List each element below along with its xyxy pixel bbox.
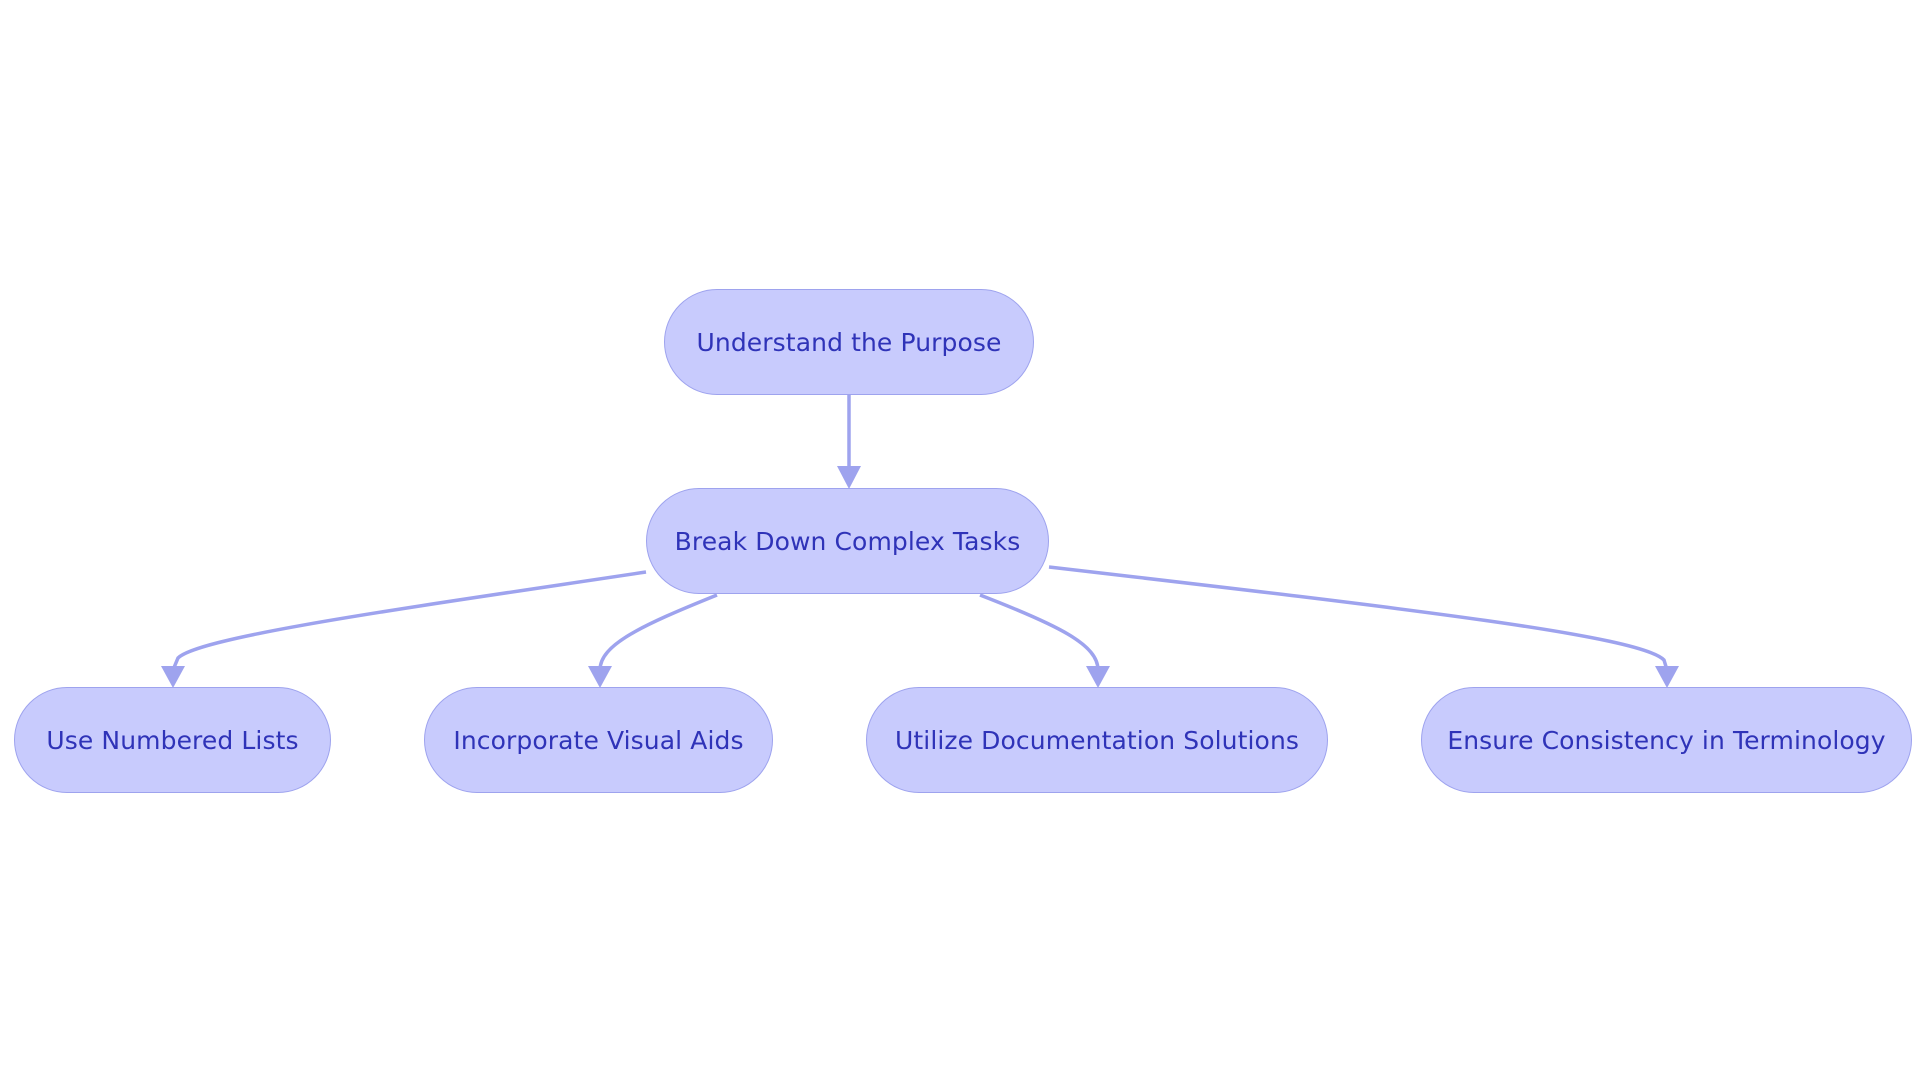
node-label: Utilize Documentation Solutions <box>894 725 1300 755</box>
edge-break-down-to-visual-aids <box>598 593 718 671</box>
arrowhead-visual-aids <box>588 666 612 688</box>
node-label: Ensure Consistency in Terminology <box>1447 725 1886 755</box>
node-ensure-consistency-in-terminology[interactable]: Ensure Consistency in Terminology <box>1421 687 1912 793</box>
arrowhead-numbered-lists <box>161 666 185 688</box>
arrowhead-terminology <box>1655 666 1679 688</box>
node-break-down-complex-tasks[interactable]: Break Down Complex Tasks <box>646 488 1049 594</box>
node-utilize-documentation-solutions[interactable]: Utilize Documentation Solutions <box>866 687 1328 793</box>
arrowhead-break-down <box>837 466 861 489</box>
node-label: Incorporate Visual Aids <box>453 725 744 755</box>
arrowhead-documentation <box>1086 666 1110 688</box>
node-use-numbered-lists[interactable]: Use Numbered Lists <box>14 687 331 793</box>
node-label: Use Numbered Lists <box>46 725 299 755</box>
edge-break-down-to-documentation <box>979 593 1100 671</box>
node-incorporate-visual-aids[interactable]: Incorporate Visual Aids <box>424 687 773 793</box>
node-label: Understand the Purpose <box>696 327 1002 357</box>
node-label: Break Down Complex Tasks <box>674 526 1021 556</box>
edge-break-down-to-terminology <box>1048 565 1669 671</box>
edge-break-down-to-numbered-lists <box>171 570 647 671</box>
node-understand-the-purpose[interactable]: Understand the Purpose <box>664 289 1034 395</box>
